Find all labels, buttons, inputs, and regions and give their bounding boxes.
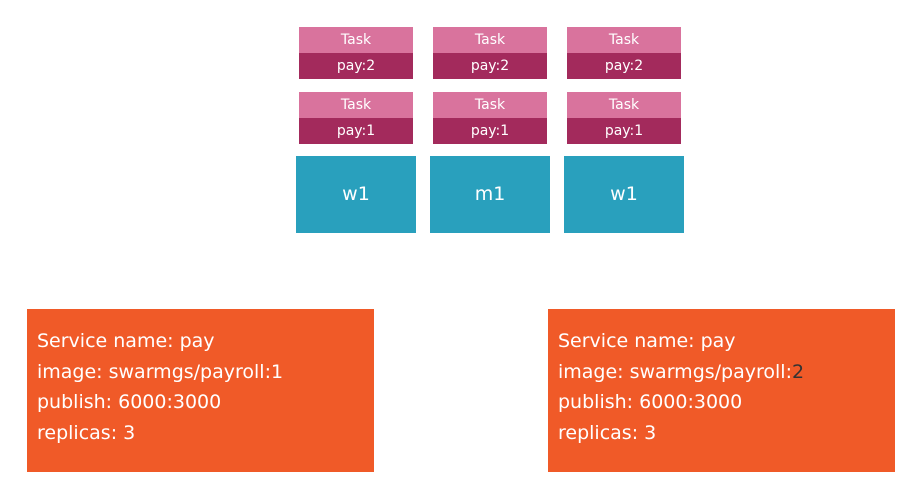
service-image: image: swarmgs/payroll:2	[558, 357, 895, 388]
service-image: image: swarmgs/payroll:1	[37, 360, 284, 383]
service-name: Service name: pay	[37, 330, 215, 352]
task-service-version: pay:2	[433, 53, 547, 79]
task-pay2-node3: Task pay:2	[567, 27, 681, 79]
task-service-version: pay:1	[299, 118, 413, 144]
task-label: Task	[433, 92, 547, 118]
node-manager-1: m1	[430, 156, 550, 233]
node-worker-2: w1	[564, 156, 684, 233]
service-publish: publish: 6000:3000	[37, 391, 222, 413]
task-label: Task	[567, 27, 681, 53]
service-image-version: 2	[791, 360, 805, 383]
service-publish: publish: 6000:3000	[558, 391, 743, 413]
task-service-version: pay:1	[567, 118, 681, 144]
task-service-version: pay:2	[567, 53, 681, 79]
node-worker-1: w1	[296, 156, 416, 233]
task-pay1-node2: Task pay:1	[433, 92, 547, 144]
task-service-version: pay:1	[433, 118, 547, 144]
task-label: Task	[299, 92, 413, 118]
service-image-prefix: image: swarmgs/payroll:	[558, 360, 792, 383]
service-replicas: replicas: 3	[37, 421, 136, 444]
task-label: Task	[299, 27, 413, 53]
task-pay1-node3: Task pay:1	[567, 92, 681, 144]
service-definition-old: Service name: pay image: swarmgs/payroll…	[27, 309, 374, 472]
service-replicas: replicas: 3	[558, 421, 657, 444]
task-pay1-node1: Task pay:1	[299, 92, 413, 144]
task-label: Task	[433, 27, 547, 53]
task-label: Task	[567, 92, 681, 118]
service-name: Service name: pay	[558, 330, 736, 352]
service-definition-new: Service name: pay image: swarmgs/payroll…	[548, 309, 895, 472]
task-pay2-node1: Task pay:2	[299, 27, 413, 79]
task-service-version: pay:2	[299, 53, 413, 79]
task-pay2-node2: Task pay:2	[433, 27, 547, 79]
